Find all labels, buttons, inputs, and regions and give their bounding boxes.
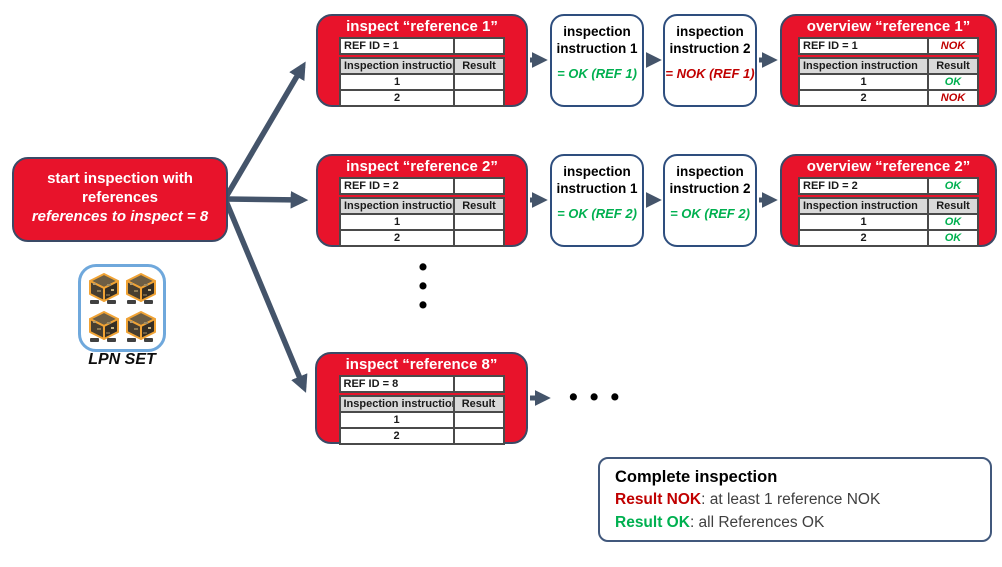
- instr-line1: inspection: [563, 24, 631, 39]
- instr-result: = OK (REF 2): [670, 206, 750, 221]
- inspect-reference-2-title: inspect “reference 2”: [346, 158, 498, 175]
- instr-result: = OK (REF 2): [557, 206, 637, 221]
- instruction-row-2: 2: [341, 231, 455, 245]
- overview-reference-2-box: overview “reference 2” REF ID = 2 OK Insp…: [780, 154, 997, 247]
- ref-id-cell: REF ID = 2: [341, 179, 455, 193]
- col-instruction: Inspection instruction: [341, 397, 455, 411]
- instr-line1: inspection: [676, 24, 744, 39]
- result-1: OK: [944, 76, 962, 88]
- crates-icon: [89, 273, 156, 343]
- inspect-reference-1-box: inspect “reference 1” REF ID = 1 Inspect…: [316, 14, 528, 107]
- result-ok-label: Result OK: [615, 514, 690, 531]
- ref-id-cell: REF ID = 8: [341, 377, 455, 391]
- col-instruction: Inspection instruction: [341, 199, 455, 213]
- instruction-row-2: 2: [800, 231, 929, 245]
- instr-line1: inspection: [676, 164, 744, 179]
- result-nok-text: : at least 1 reference NOK: [701, 491, 881, 508]
- result-1: OK: [944, 216, 962, 228]
- col-instruction: Inspection instruction: [341, 59, 455, 73]
- col-result: Result: [462, 60, 496, 72]
- col-instruction: Inspection instruction: [800, 59, 929, 73]
- complete-inspection-panel: Complete inspection Result NOK: at least…: [598, 457, 992, 542]
- col-result: Result: [462, 200, 496, 212]
- col-result: Result: [936, 60, 970, 72]
- r1-instruction-1-box: inspection instruction 1 = OK (REF 1): [550, 14, 644, 107]
- ref-result-cell: OK: [944, 180, 962, 192]
- ref-id-cell: REF ID = 1: [800, 39, 929, 53]
- vertical-ellipsis: • • •: [418, 253, 428, 319]
- complete-inspection-title: Complete inspection: [615, 468, 778, 486]
- instruction-row-1: 1: [341, 215, 455, 229]
- start-title-line1: start inspection with: [47, 170, 193, 187]
- inspect-reference-8-title: inspect “reference 8”: [345, 356, 498, 373]
- inspect-reference-1-title: inspect “reference 1”: [346, 18, 498, 35]
- instruction-row-2: 2: [341, 91, 455, 105]
- overview-reference-1-title: overview “reference 1”: [806, 18, 971, 35]
- col-instruction: Inspection instruction: [800, 199, 929, 213]
- arrow-start-to-ref2: [225, 191, 309, 209]
- r1-instruction-2-box: inspection instruction 2 = NOK (REF 1): [663, 14, 757, 107]
- overview-reference-2-table: REF ID = 2 OK Inspection instruction Resul…: [798, 177, 979, 247]
- result-nok-line: Result NOK: at least 1 reference NOK: [615, 488, 975, 511]
- start-title-line2: references: [82, 189, 158, 206]
- col-result: Result: [936, 200, 970, 212]
- horizontal-ellipsis: • • •: [569, 383, 620, 411]
- instr-line2: instruction 1: [556, 181, 638, 196]
- lpn-set-label: LPN SET: [88, 351, 156, 368]
- inspect-reference-2-box: inspect “reference 2” REF ID = 2 Inspect…: [316, 154, 528, 247]
- instruction-row-2: 2: [800, 91, 929, 105]
- overview-reference-2-title: overview “reference 2”: [806, 158, 971, 175]
- col-result: Result: [461, 398, 496, 410]
- result-nok-label: Result NOK: [615, 491, 702, 508]
- r2-instruction-2-box: inspection instruction 2 = OK (REF 2): [663, 154, 757, 247]
- instr-line1: inspection: [563, 164, 631, 179]
- instr-line2: instruction 1: [556, 41, 638, 56]
- instruction-row-1: 1: [341, 413, 455, 427]
- start-inspection-box: start inspection with references referen…: [12, 157, 228, 242]
- instruction-row-1: 1: [341, 75, 455, 89]
- r2-instruction-1-box: inspection instruction 1 = OK (REF 2): [550, 154, 644, 247]
- result-ok-line: Result OK: all References OK: [615, 511, 975, 534]
- overview-reference-1-box: overview “reference 1” REF ID = 1 NOK Ins…: [780, 14, 997, 107]
- overview-reference-1-table: REF ID = 1 NOK Inspection instruction Resu…: [798, 37, 979, 107]
- ref-id-cell: REF ID = 1: [341, 39, 455, 53]
- ref-result-cell: [455, 39, 503, 53]
- instruction-row-1: 1: [800, 75, 929, 89]
- result-2: OK: [944, 232, 962, 244]
- ref-result-cell: [455, 377, 503, 391]
- instr-line2: instruction 2: [669, 41, 751, 56]
- arrow-start-to-ref1: [223, 61, 306, 199]
- instr-result: = OK (REF 1): [557, 66, 637, 81]
- instruction-row-2: 2: [341, 429, 455, 443]
- lpn-set-icon: [78, 264, 166, 352]
- inspect-reference-8-box: inspect “reference 8” REF ID = 8 Inspect…: [315, 352, 528, 445]
- arrow-start-to-ref8: [223, 199, 308, 393]
- result-ok-text: : all References OK: [689, 514, 825, 531]
- ref-result-cell: NOK: [940, 40, 966, 52]
- instruction-row-1: 1: [800, 215, 929, 229]
- start-subtitle: references to inspect = 8: [31, 208, 209, 225]
- instr-result: = NOK (REF 1): [665, 66, 755, 81]
- ref-id-cell: REF ID = 2: [800, 179, 929, 193]
- ref-result-cell: [455, 179, 503, 193]
- result-2: NOK: [940, 92, 966, 104]
- instr-line2: instruction 2: [669, 181, 751, 196]
